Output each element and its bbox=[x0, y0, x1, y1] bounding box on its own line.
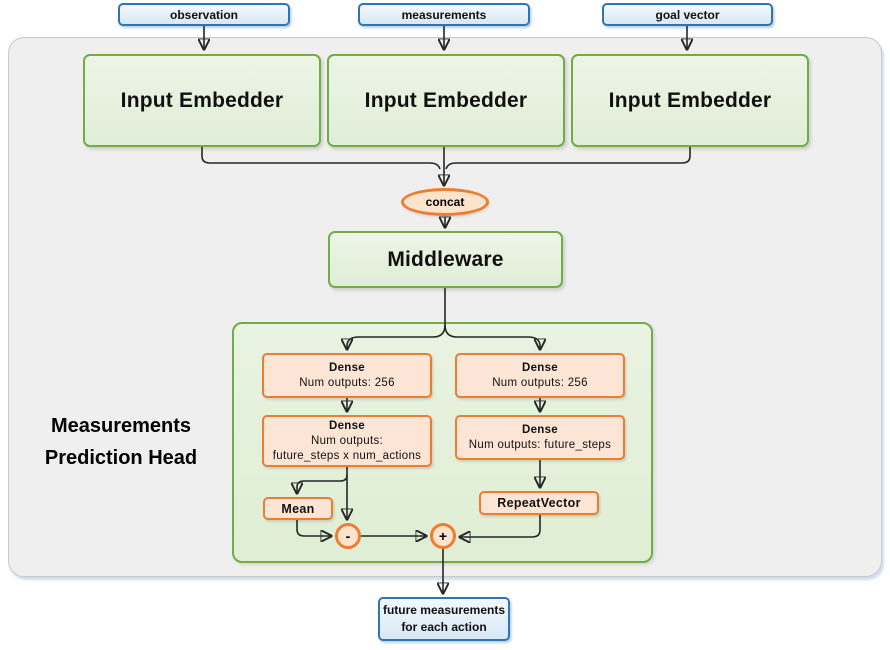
dense-left-1-title: Dense bbox=[328, 361, 366, 374]
input-embedder-box-2: Input Embedder bbox=[327, 54, 565, 147]
output-label-line1: future measurements bbox=[382, 603, 506, 617]
dense-right-1-title: Dense bbox=[521, 361, 559, 374]
input-node-goal-vector: goal vector bbox=[602, 3, 773, 26]
concat-label: concat bbox=[425, 195, 465, 209]
dense-right-2-subtitle: Num outputs: future_steps bbox=[468, 438, 612, 451]
middleware-label: Middleware bbox=[387, 247, 504, 271]
concat-node: concat bbox=[401, 188, 489, 216]
input-embedder-box-1: Input Embedder bbox=[83, 54, 321, 147]
input-embedder-label-3: Input Embedder bbox=[608, 88, 772, 112]
dense-left-1-box: Dense Num outputs: 256 bbox=[262, 353, 432, 398]
dense-right-2-box: Dense Num outputs: future_steps bbox=[455, 415, 625, 460]
input-label-goal-vector: goal vector bbox=[655, 7, 720, 22]
input-embedder-label-2: Input Embedder bbox=[364, 88, 528, 112]
input-embedder-label-1: Input Embedder bbox=[120, 88, 284, 112]
output-label-line2: for each action bbox=[401, 620, 487, 634]
mean-box: Mean bbox=[263, 497, 333, 520]
input-label-measurements: measurements bbox=[401, 7, 487, 22]
mean-label: Mean bbox=[281, 501, 315, 516]
add-operator-node: + bbox=[430, 523, 456, 549]
dense-left-2-subtitle-line1: Num outputs: bbox=[311, 434, 383, 447]
subtract-operator-symbol: - bbox=[345, 528, 351, 544]
prediction-head-title-line1: Measurements bbox=[50, 415, 192, 437]
dense-left-1-subtitle: Num outputs: 256 bbox=[299, 376, 395, 389]
input-label-observation: observation bbox=[169, 7, 238, 22]
repeat-vector-label: RepeatVector bbox=[497, 496, 581, 510]
dense-right-1-subtitle: Num outputs: 256 bbox=[492, 376, 588, 389]
input-node-observation: observation bbox=[118, 3, 290, 26]
input-node-measurements: measurements bbox=[358, 3, 530, 26]
add-operator-symbol: + bbox=[438, 528, 448, 544]
dense-left-2-title: Dense bbox=[328, 419, 366, 432]
dense-left-2-box: Dense Num outputs: future_steps x num_ac… bbox=[262, 415, 432, 467]
middleware-box: Middleware bbox=[328, 231, 563, 288]
dense-left-2-subtitle-line2: future_steps x num_actions bbox=[272, 449, 422, 462]
dense-right-2-title: Dense bbox=[521, 423, 559, 436]
repeat-vector-box: RepeatVector bbox=[479, 491, 599, 515]
input-embedder-box-3: Input Embedder bbox=[571, 54, 809, 147]
prediction-head-title: Measurements Prediction Head bbox=[12, 410, 230, 474]
prediction-head-title-line2: Prediction Head bbox=[44, 447, 198, 469]
output-node-future-measurements: future measurements for each action bbox=[378, 597, 510, 641]
subtract-operator-node: - bbox=[335, 523, 361, 549]
dense-right-1-box: Dense Num outputs: 256 bbox=[455, 353, 625, 398]
